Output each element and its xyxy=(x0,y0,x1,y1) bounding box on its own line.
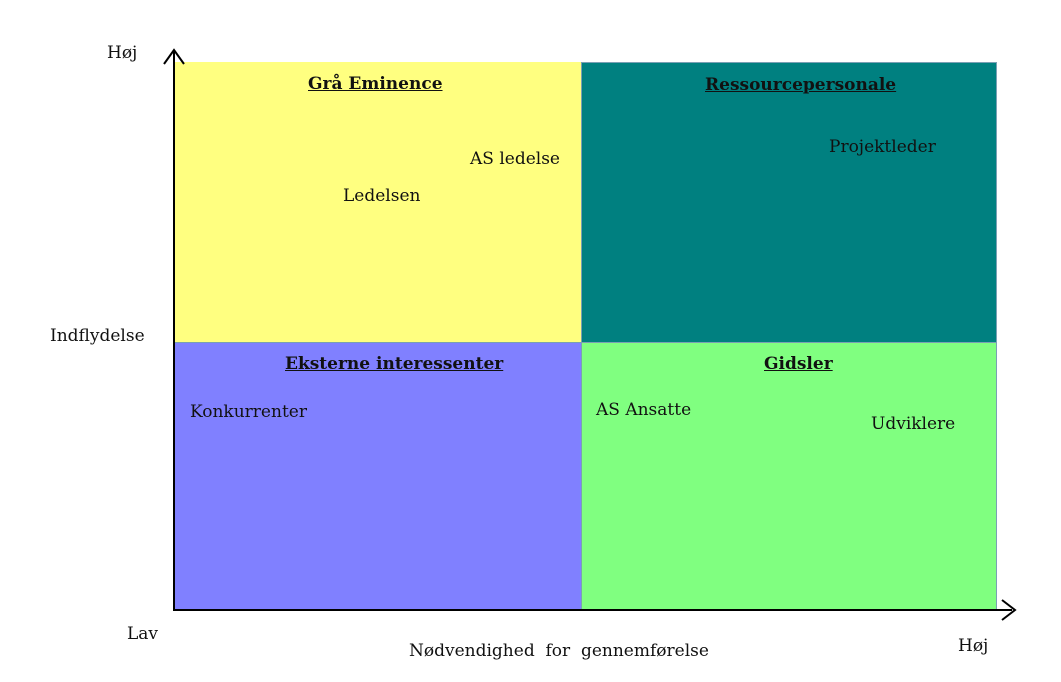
stakeholder-label: Ledelsen xyxy=(343,186,421,206)
quadrant-title: Eksterne interessenter xyxy=(285,354,504,374)
stakeholder-label: Konkurrenter xyxy=(190,402,307,422)
x-axis-low-label: Lav xyxy=(127,624,159,644)
quadrant-ressourcepersonale: Ressourcepersonale Projektleder xyxy=(581,62,997,342)
stakeholder-label: Udviklere xyxy=(871,414,956,434)
stakeholder-label: AS ledelse xyxy=(470,149,560,169)
x-axis-label: Nødvendighed for gennemførelse xyxy=(409,641,709,661)
x-axis-high-label: Høj xyxy=(958,636,989,656)
quadrant-title: Gidsler xyxy=(764,354,833,374)
quadrant-gidsler: Gidsler AS Ansatte Udviklere xyxy=(581,342,997,609)
y-axis-label: Indflydelse xyxy=(50,326,145,346)
stakeholder-label: Projektleder xyxy=(829,137,936,157)
x-axis-arrowhead xyxy=(1001,599,1017,621)
stakeholder-label: AS Ansatte xyxy=(596,400,692,420)
quadrant-title: Grå Eminence xyxy=(308,74,443,94)
quadrant-gra-eminence: Grå Eminence AS ledelse Ledelsen xyxy=(174,62,581,342)
y-axis-high-label: Høj xyxy=(107,43,138,63)
quadrant-eksterne-interessenter: Eksterne interessenter Konkurrenter xyxy=(174,342,581,609)
y-axis-arrowhead xyxy=(163,48,185,65)
quadrant-title: Ressourcepersonale xyxy=(705,75,897,95)
